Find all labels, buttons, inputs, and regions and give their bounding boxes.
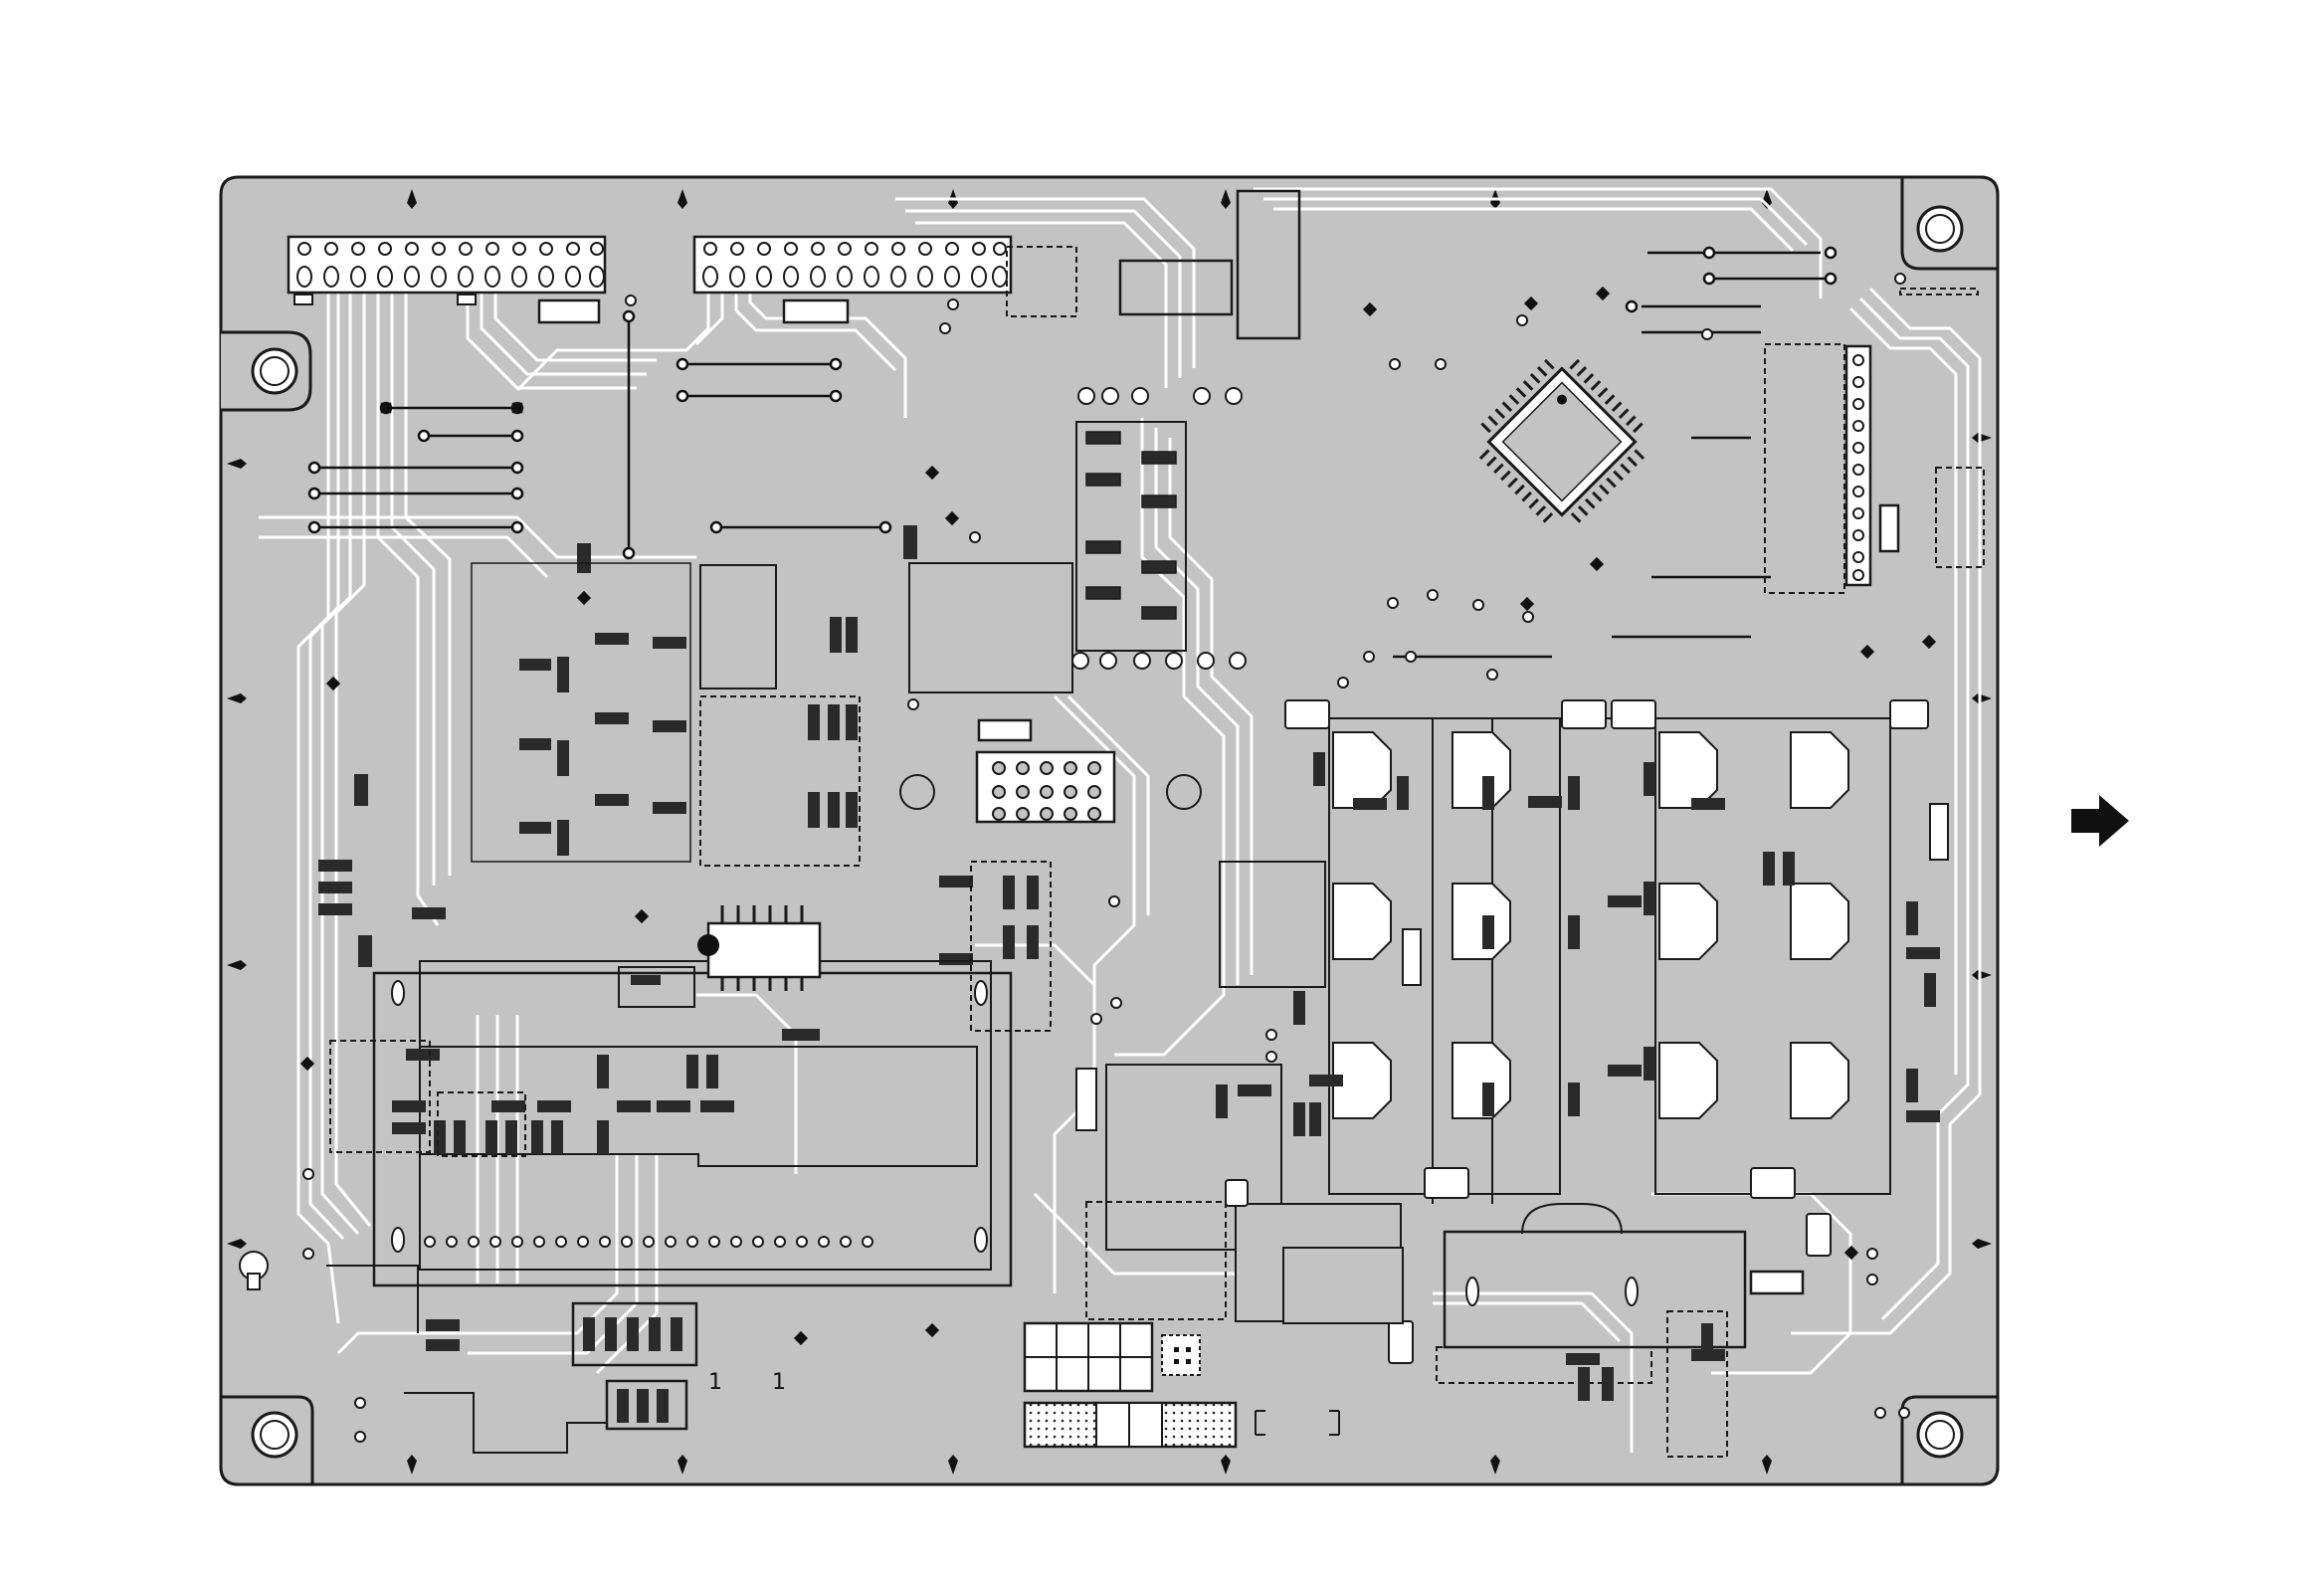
right-arrow-icon xyxy=(2069,791,2133,851)
board-outline xyxy=(221,177,1998,1484)
connector-mark-2: 1 xyxy=(772,1370,786,1395)
mounting-hole-icon xyxy=(253,1413,296,1457)
mounting-hole-icon xyxy=(1918,1413,1962,1457)
mounting-hole-icon xyxy=(253,349,296,393)
connector-mark-1: 1 xyxy=(708,1370,722,1395)
mounting-hole-icon xyxy=(1918,207,1962,251)
